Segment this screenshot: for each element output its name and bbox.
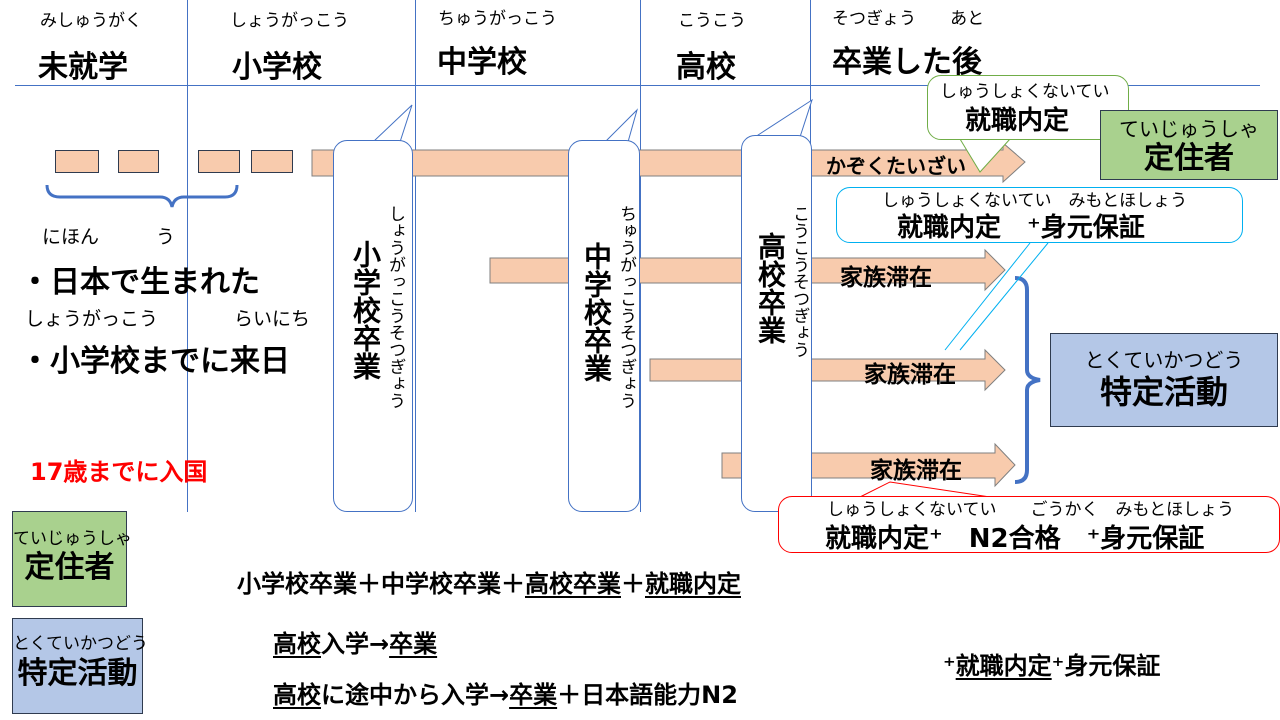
callout-furigana: しょうがっこうそつぎょう (385, 205, 405, 409)
column-heading-high-school: 高校 (676, 50, 736, 85)
column-furigana: こうこう (678, 11, 746, 31)
note-text: 就職内定 (955, 652, 1052, 680)
callout-label: 中学校卒業 (580, 242, 613, 382)
callout-furigana: こうこうそつぎょう (789, 205, 809, 358)
arrow-family-stay-2 (649, 348, 1006, 392)
teijusha-box: ていじゅうしゃ 定住者 (1100, 110, 1278, 180)
job-n2-guarantor-label: 就職内定⁺ N2合格 ⁺身元保証 (825, 524, 1205, 554)
period-box (198, 150, 240, 173)
condition-text: 小学校卒業＋中学校卒業＋ (237, 570, 525, 598)
callout-tail (372, 104, 413, 143)
condition-text: 高校 (273, 630, 321, 658)
note-text: ⁺身元保証 (1051, 652, 1161, 680)
job-guarantor-label: 就職内定 ⁺身元保証 (897, 213, 1145, 243)
tokutei-furigana: とくていかつどう (1084, 348, 1244, 372)
callout-junior-high-graduation (568, 140, 640, 512)
condition-text: 就職内定 (645, 570, 741, 598)
period-box (251, 150, 293, 173)
callout-tail (604, 108, 638, 143)
tokutei-box: とくていかつどう 特定活動 (1050, 333, 1278, 427)
arrow-label: 家族滞在 (870, 458, 962, 484)
note-text: ⁺ (943, 652, 956, 680)
column-furigana: そつぎょう あと (832, 9, 985, 29)
condition-text: ＋ (621, 570, 645, 598)
period-box (118, 150, 159, 173)
column-furigana: ちゅうがっこう (438, 9, 557, 29)
column-divider (640, 0, 641, 512)
period-box (55, 150, 99, 173)
callout-label: 小学校卒業 (349, 240, 382, 380)
teijusha-furigana: ていじゅうしゃ (1119, 117, 1259, 141)
condition-text: 高校卒業 (525, 570, 621, 598)
arrow-label: 家族滞在 (864, 362, 956, 388)
condition-text: 卒業 (389, 630, 438, 658)
job-n2-guarantor-callout (778, 496, 1280, 553)
left-furigana: しょうがっこう らいにち (25, 308, 311, 330)
callout-high-school-graduation (741, 135, 812, 512)
condition-text: 入学→ (321, 630, 390, 658)
teijusha-conditions: 小学校卒業＋中学校卒業＋高校卒業＋就職内定 (237, 564, 741, 599)
condition-text: 高校 (273, 681, 321, 709)
arrow-family-stay-top (311, 141, 1026, 184)
tokutei-condition-1: 高校入学→卒業 (273, 624, 437, 659)
left-furigana: にほん う (42, 226, 176, 248)
column-furigana: しょうがっこう (230, 11, 349, 31)
tokutei-label: 特定活動 (1099, 373, 1228, 411)
callout-furigana: ちゅうがっこうそつぎょう (616, 205, 636, 409)
condition-text: 卒業 (509, 681, 558, 709)
column-furigana: みしゅうがく (40, 11, 142, 31)
outcome-furigana: しゅうしょくないてい みもとほしょう (882, 191, 1188, 211)
column-heading-preschool: 未就学 (38, 50, 128, 85)
legend-teijusha-label: 定住者 (24, 550, 115, 585)
column-divider (187, 0, 188, 512)
left-brace (45, 184, 239, 208)
arrow-label: 家族滞在 (840, 265, 932, 291)
column-heading-junior-high: 中学校 (437, 45, 527, 80)
column-divider (415, 0, 416, 512)
legend-tokutei-box: とくていかつどう 特定活動 (12, 618, 148, 714)
condition-text: に途中から入学→ (321, 681, 510, 709)
legend-tokutei-label: 特定活動 (17, 656, 138, 691)
note-job-guarantor: ⁺就職内定⁺身元保証 (943, 646, 1160, 681)
callout-tail (754, 98, 813, 138)
job-offer-label: 就職内定 (965, 106, 1070, 136)
column-heading-after-graduation: 卒業した後 (832, 45, 982, 80)
arrow-label: かぞくたいざい (826, 154, 966, 178)
header-divider (15, 85, 1260, 86)
age-note: 17歳までに入国 (30, 458, 208, 486)
born-in-japan: ・日本で生まれた (20, 265, 260, 300)
legend-furigana: ていじゅうしゃ (13, 529, 132, 549)
callout-elementary-graduation (333, 140, 413, 512)
column-heading-elementary: 小学校 (232, 50, 322, 85)
right-brace (1014, 276, 1041, 484)
tokutei-condition-2: 高校に途中から入学→卒業＋日本語能力N2 (273, 675, 738, 710)
job-guarantor-callout (836, 187, 1243, 243)
legend-furigana: とくていかつどう (13, 634, 148, 654)
outcome-furigana: しゅうしょくないてい ごうかく みもとほしょう (827, 500, 1235, 520)
job-offer-callout (927, 75, 1129, 140)
callout-label: 高校卒業 (754, 232, 787, 344)
came-before-elementary: ・小学校までに来日 (20, 344, 290, 379)
legend-teijusha-box: ていじゅうしゃ 定住者 (12, 511, 132, 607)
outcome-furigana: しゅうしょくないてい (940, 82, 1110, 102)
condition-text: ＋日本語能力N2 (557, 681, 738, 709)
teijusha-label: 定住者 (1144, 141, 1234, 176)
